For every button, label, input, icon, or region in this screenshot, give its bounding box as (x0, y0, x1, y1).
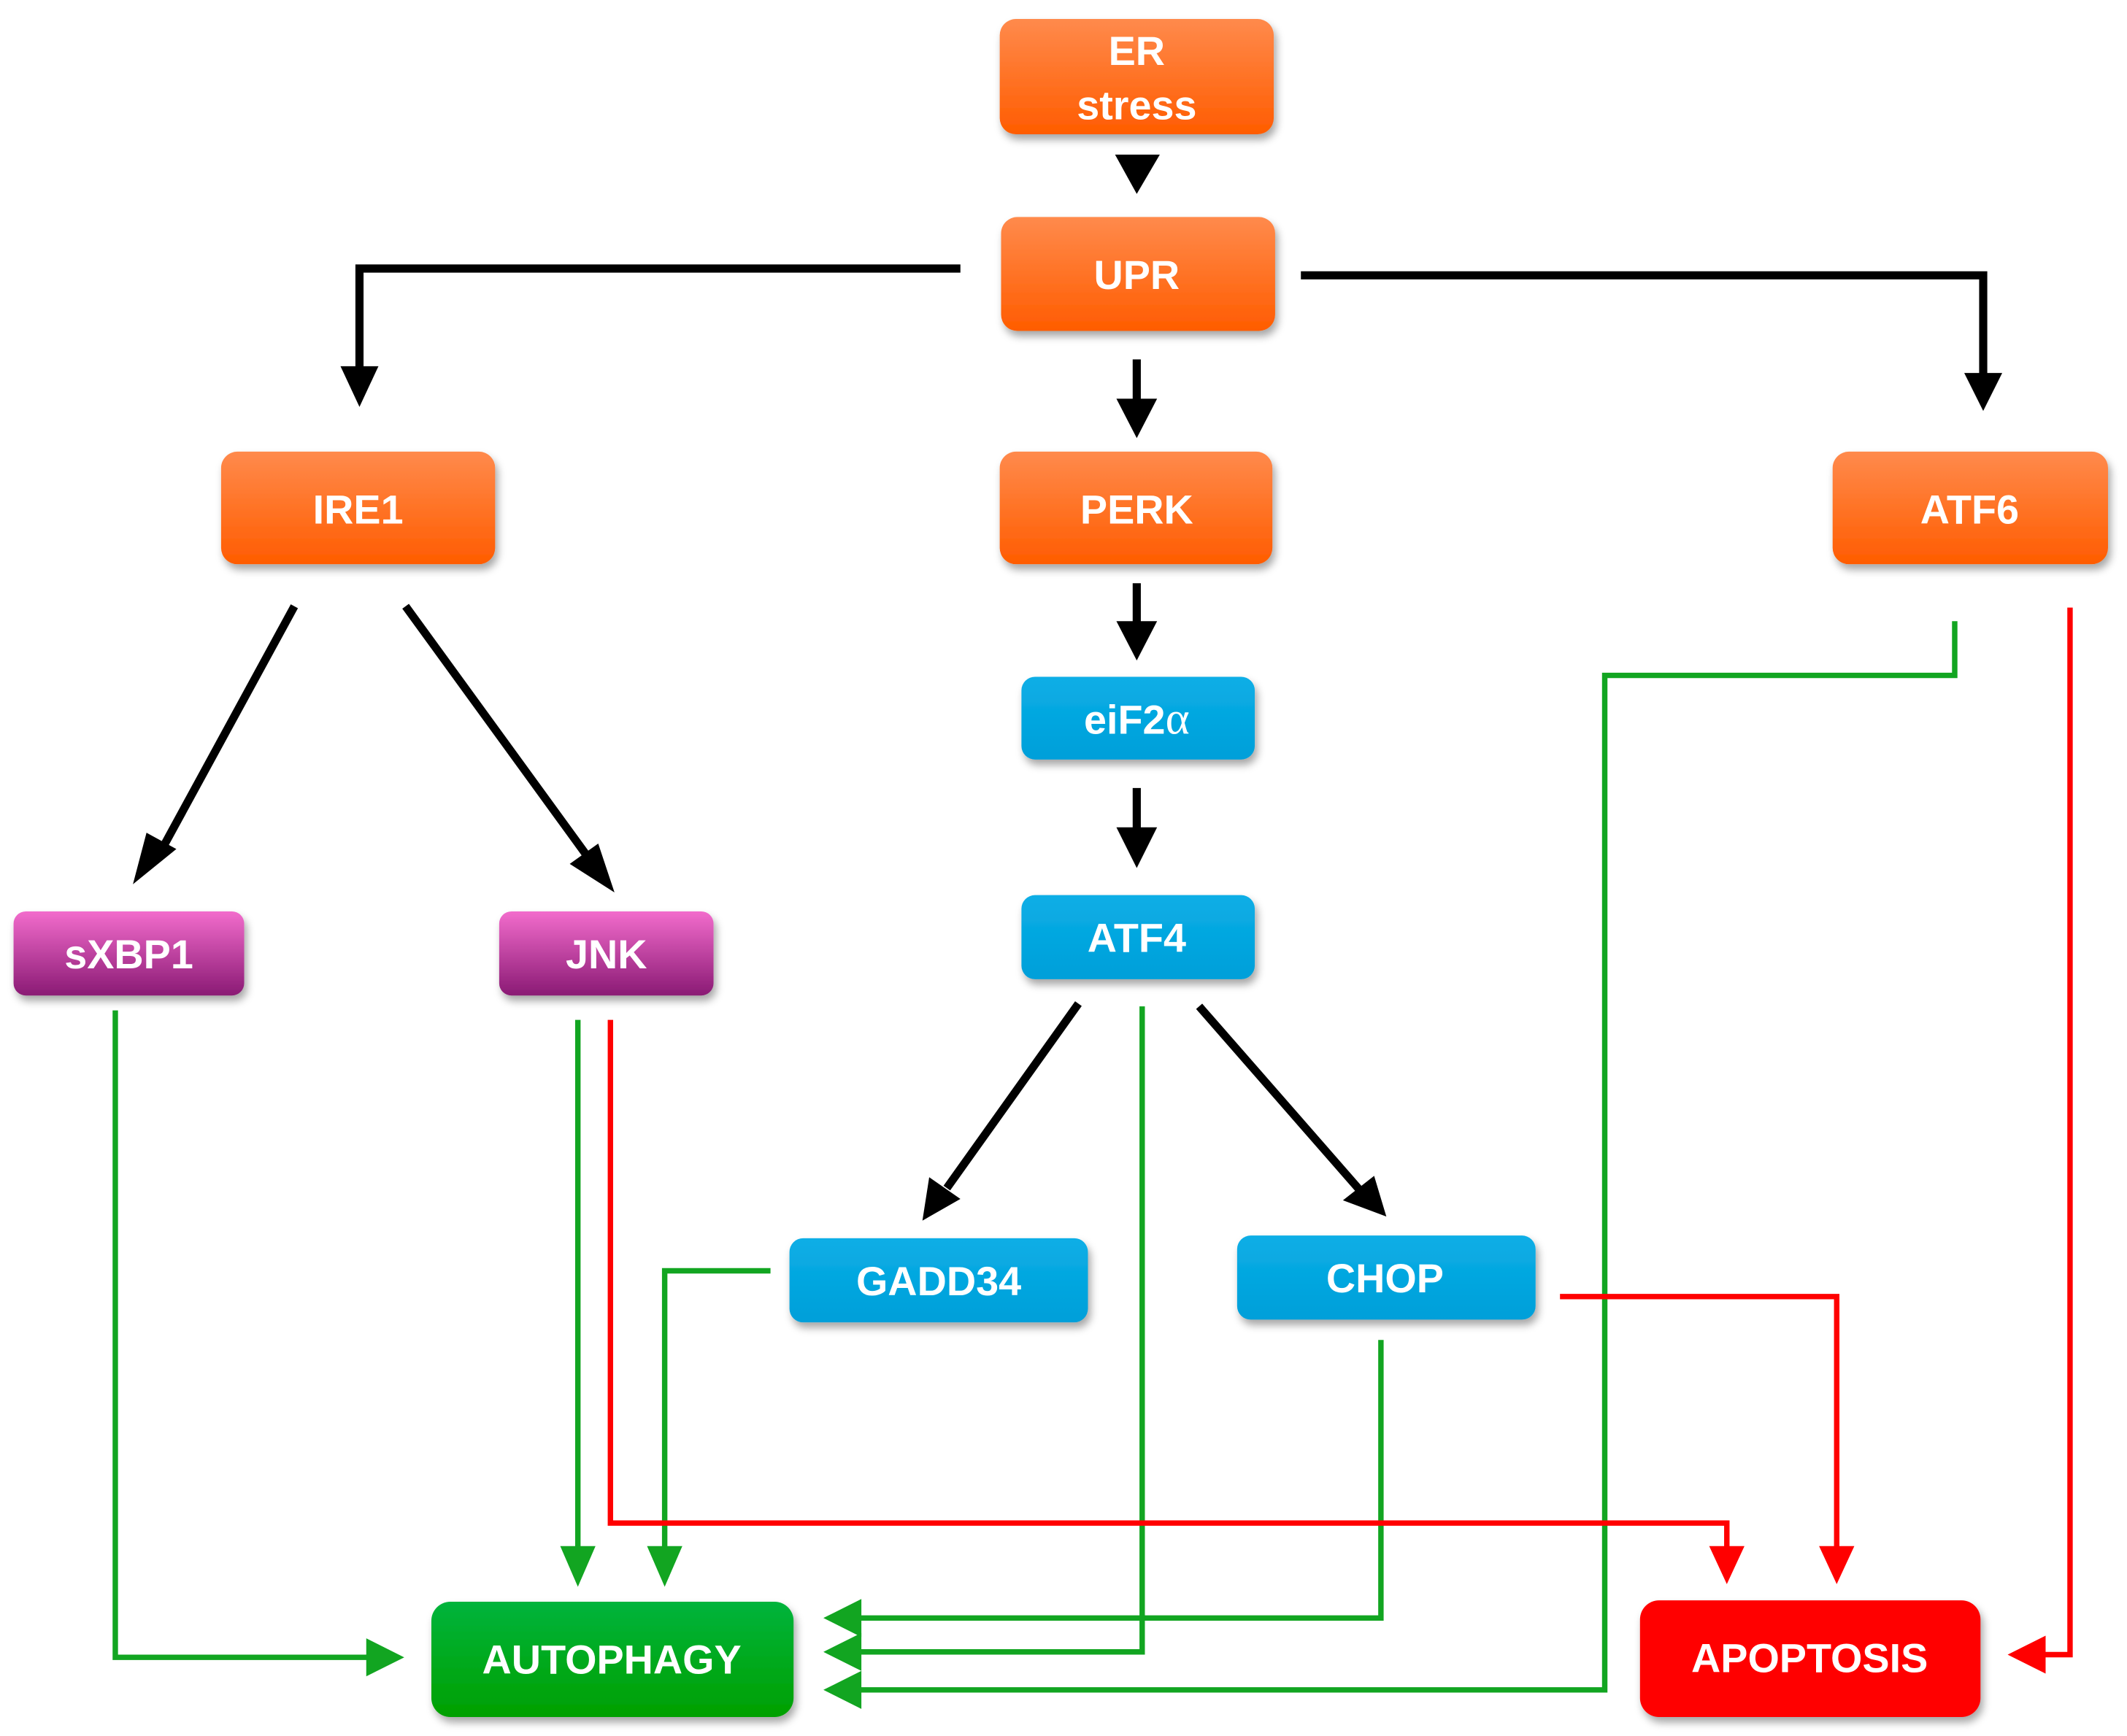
node-atf4[interactable]: ATF4 (1021, 895, 1255, 979)
arrow-atf4-to-autophagy (823, 1006, 1145, 1671)
node-atf6-label: ATF6 (1920, 487, 2019, 532)
node-chop[interactable]: CHOP (1236, 1235, 1536, 1320)
arrow-atf4-to-chop (1196, 1003, 1387, 1217)
node-eif2a[interactable]: eiF2α (1021, 676, 1255, 760)
arrow-eif2a-to-atf4 (1116, 787, 1158, 868)
arrow-upr-to-perk (1116, 359, 1158, 439)
arrow-perk-to-eif2a (1116, 583, 1158, 661)
node-eif2a-label: eiF2 (1084, 697, 1166, 742)
node-upr-label: UPR (1093, 252, 1180, 298)
node-gadd34-label: GADD34 (856, 1259, 1021, 1304)
arrow-chop-to-apoptosis (1560, 1294, 1855, 1584)
node-eif2a-label-group: eiF2α (1084, 693, 1190, 744)
node-chop-label: CHOP (1326, 1256, 1444, 1301)
node-perk[interactable]: PERK (999, 451, 1273, 565)
node-eif2a-alpha: α (1166, 693, 1190, 744)
node-jnk[interactable]: JNK (499, 911, 714, 996)
node-gadd34[interactable]: GADD34 (789, 1238, 1088, 1323)
node-upr[interactable]: UPR (1001, 217, 1275, 331)
node-er-stress-label-line1: ER (1109, 28, 1165, 74)
arrow-ire1-to-jnk (402, 603, 615, 892)
arrow-jnk-to-apoptosis (607, 1019, 1745, 1584)
arrow-gadd34-to-autophagy (647, 1268, 771, 1587)
node-apoptosis[interactable]: APOPTOSIS (1639, 1600, 1981, 1717)
node-atf4-label: ATF4 (1088, 916, 1186, 961)
arrow-ire1-to-sxbp1 (133, 604, 299, 884)
node-autophagy-label: AUTOPHAGY (482, 1637, 742, 1683)
node-perk-label: PERK (1080, 487, 1193, 532)
node-sxbp1[interactable]: sXBP1 (13, 911, 245, 996)
node-atf6[interactable]: ATF6 (1832, 451, 2108, 565)
arrow-upr-to-atf6 (1301, 271, 2003, 412)
arrow-atf6-to-apoptosis (2007, 607, 2073, 1674)
arrow-atf6-to-autophagy (823, 621, 1958, 1709)
arrow-upr-to-ire1 (340, 264, 961, 407)
node-apoptosis-label: APOPTOSIS (1691, 1636, 1928, 1681)
apoptosis-arrows (607, 607, 2073, 1674)
autophagy-arrows (112, 621, 1958, 1709)
node-autophagy[interactable]: AUTOPHAGY (431, 1601, 794, 1717)
node-jnk-label: JNK (566, 932, 647, 977)
node-er-stress-label-line2: stress (1077, 83, 1196, 128)
node-ire1[interactable]: IRE1 (220, 451, 496, 565)
arrow-atf4-to-gadd34 (922, 1001, 1082, 1221)
arrow-er-stress-to-upr (1115, 154, 1160, 194)
node-sxbp1-label: sXBP1 (64, 932, 193, 977)
node-ire1-label: IRE1 (313, 487, 404, 532)
node-er-stress[interactable]: ER stress (999, 19, 1274, 135)
arrow-sxbp1-to-autophagy (112, 1010, 404, 1677)
arrow-jnk-to-autophagy (560, 1019, 596, 1587)
activation-arrows (133, 154, 2003, 1221)
arrow-chop-to-autophagy (823, 1340, 1384, 1637)
